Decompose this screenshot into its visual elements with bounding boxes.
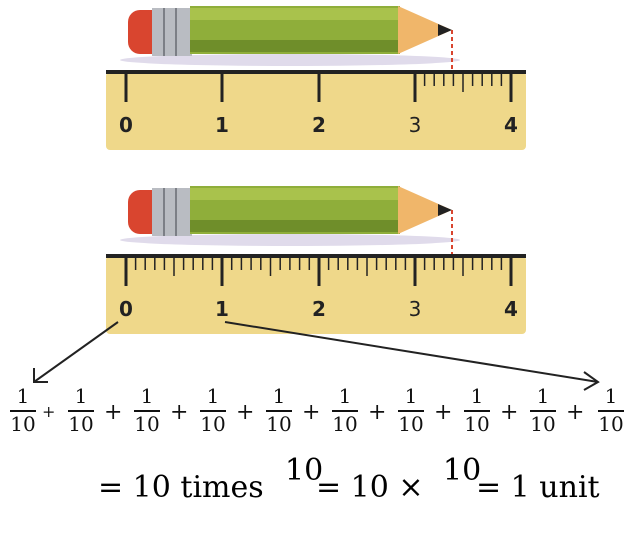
- plus-sign: +: [368, 400, 387, 425]
- pencil-top: [120, 6, 460, 66]
- plus-sign: +: [170, 400, 189, 425]
- arrow-right: [224, 321, 600, 391]
- pencil-bottom: [120, 186, 460, 246]
- plus-sign: +: [434, 400, 453, 425]
- ruler-top: [106, 70, 526, 150]
- ruler-bottom-label-3: 3: [409, 297, 422, 321]
- result-middle: = 10 ×: [316, 470, 424, 505]
- plus-sign: +: [236, 400, 255, 425]
- ruler-bottom-label-1: 1: [215, 297, 229, 321]
- ruler-top-label-0: 0: [119, 113, 133, 137]
- result-prefix: = 10 times: [98, 470, 264, 505]
- ruler-top-label-4: 4: [504, 113, 518, 137]
- result-suffix: = 1 unit: [476, 470, 600, 505]
- ruler-bottom-label-4: 4: [504, 297, 518, 321]
- plus-sign: +: [566, 400, 585, 425]
- ruler-top-label-1: 1: [215, 113, 229, 137]
- plus-sign: +: [302, 400, 321, 425]
- arrow-left: [33, 321, 119, 383]
- plus-sign: +: [104, 400, 123, 425]
- plus-sign: +: [42, 402, 56, 421]
- ruler-top-label-2: 2: [312, 113, 326, 137]
- ruler-bottom-label-0: 0: [119, 297, 133, 321]
- plus-sign: +: [500, 400, 519, 425]
- ruler-bottom-label-2: 2: [312, 297, 326, 321]
- ruler-top-label-3: 3: [409, 113, 422, 137]
- ruler-bottom: [106, 254, 526, 334]
